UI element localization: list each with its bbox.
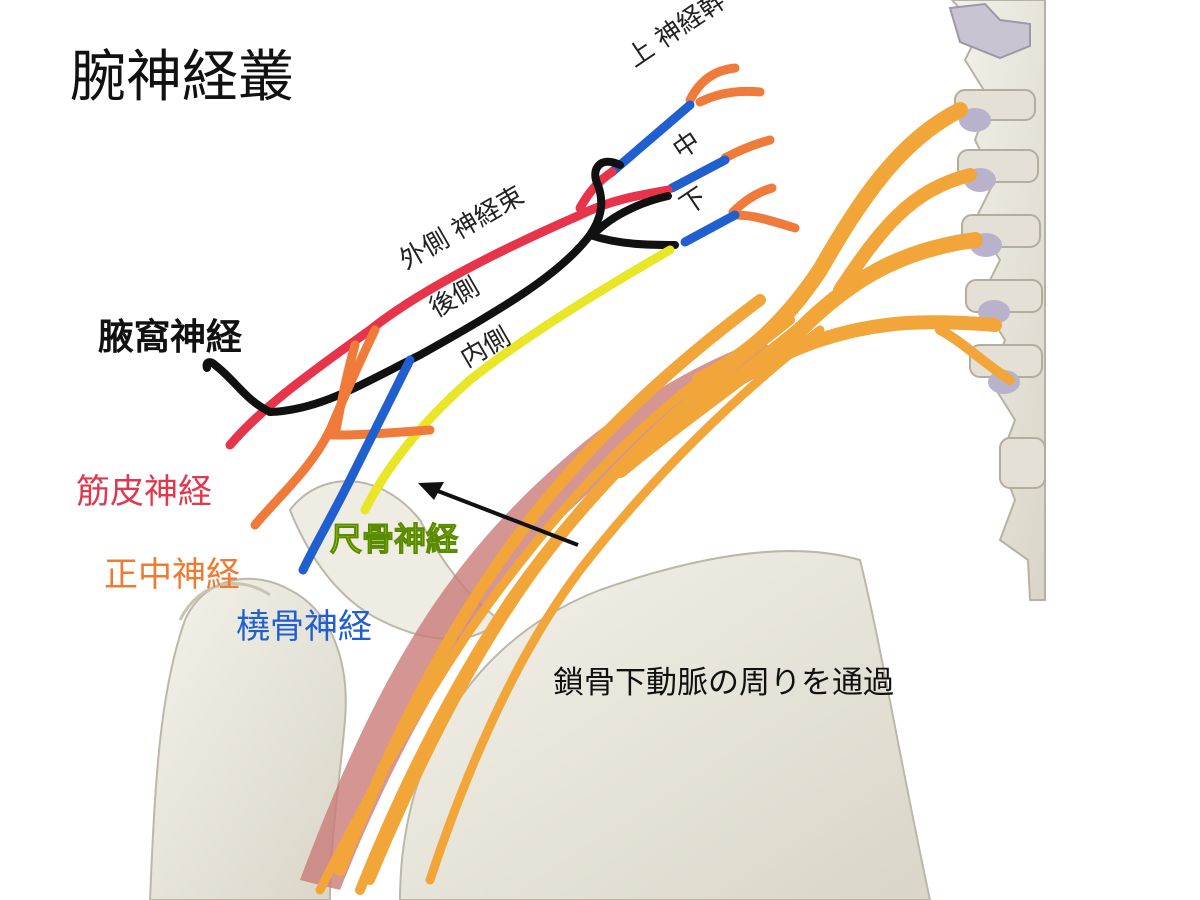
radial-nerve-line <box>298 355 415 575</box>
posterior-cord-line <box>202 157 679 416</box>
medial-cord-line <box>360 245 675 515</box>
nerve-roots <box>685 63 800 233</box>
axillary-nerve-label: 腋窩神経 <box>98 317 243 358</box>
lateral-cord-line <box>225 185 673 450</box>
page-title: 腕神経叢 <box>70 45 294 110</box>
radial-nerve-label: 橈骨神経 <box>236 607 372 647</box>
cervical-spine <box>948 0 1046 601</box>
median-nerve-label: 正中神経 <box>104 555 240 595</box>
pointer-arrow <box>418 482 579 547</box>
subclavian-annotation: 鎖骨下動脈の周りを通過 <box>553 665 894 701</box>
musculocutaneous-nerve-label: 筋皮神経 <box>76 472 212 512</box>
nerve-trunks <box>607 100 740 247</box>
ulnar-nerve-label: 尺骨神経 <box>329 520 459 558</box>
median-nerve-line <box>250 325 435 530</box>
